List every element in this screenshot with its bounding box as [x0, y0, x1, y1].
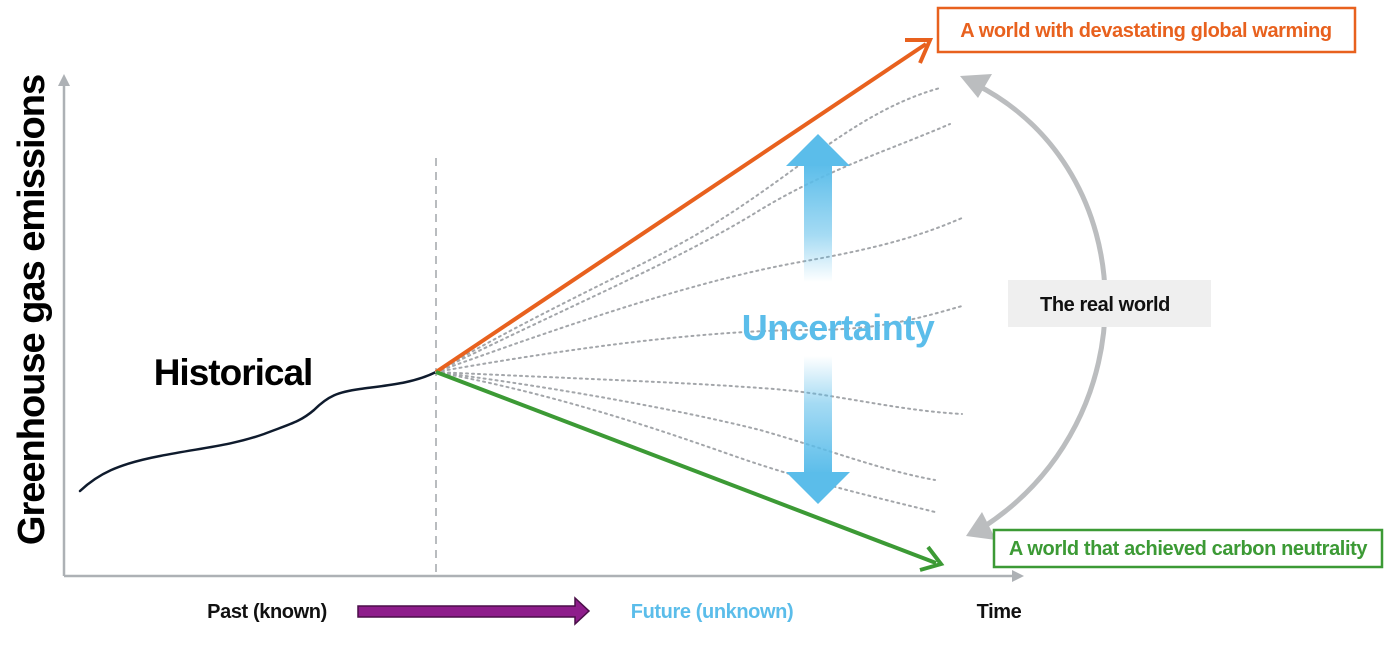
pathway-line: [435, 371, 936, 513]
carbon-neutral-arrowhead: [919, 545, 945, 572]
uncertainty-double-arrow: [786, 134, 850, 504]
past-to-future-arrow: [357, 596, 591, 626]
high-warming-arrowhead: [905, 38, 934, 64]
carbon-neutral-scenario: [435, 370, 945, 572]
high-warming-scenario: [434, 38, 934, 374]
real-world-arc-bottom-arrowhead: [966, 512, 996, 540]
historical-label: Historical: [154, 352, 313, 393]
x-axis-title: Time: [977, 601, 1022, 623]
pathway-line: [435, 371, 936, 481]
carbon-neutral-arrow-line: [435, 370, 937, 565]
uncertainty-label: Uncertainty: [742, 307, 935, 348]
high-warming-arrow-line: [434, 42, 928, 374]
real-world-box: [1008, 280, 1211, 327]
y-axis-title: Greenhouse gas emissions: [11, 75, 53, 545]
y-axis-arrowhead: [58, 74, 70, 86]
past-label: Past (known): [207, 601, 327, 623]
pathway-line: [435, 371, 963, 415]
pathway-line: [435, 217, 963, 373]
historical-emissions-curve: [78, 370, 438, 493]
uncertainty-arrow-lower-shaft: [804, 356, 832, 474]
high-warming-box: [936, 6, 1357, 54]
uncertainty-arrow-down-head: [786, 472, 850, 504]
carbon-neutral-box: [992, 528, 1384, 569]
carbon-neutral-label: A world that achieved carbon neutrality: [1009, 538, 1368, 560]
real-world-label: The real world: [1040, 294, 1170, 316]
pathway-line: [435, 123, 951, 373]
future-label: Future (unknown): [631, 601, 793, 623]
high-warming-label: A world with devastating global warming: [960, 20, 1331, 42]
axes: [58, 74, 1024, 582]
uncertainty-pathways: [435, 87, 963, 513]
pathway-line: [435, 87, 941, 373]
real-world-arc-top-arrowhead: [960, 74, 992, 98]
x-axis-arrowhead: [1012, 570, 1024, 582]
uncertainty-arrow-upper-shaft: [804, 164, 832, 282]
uncertainty-arrow-up-head: [786, 134, 850, 166]
